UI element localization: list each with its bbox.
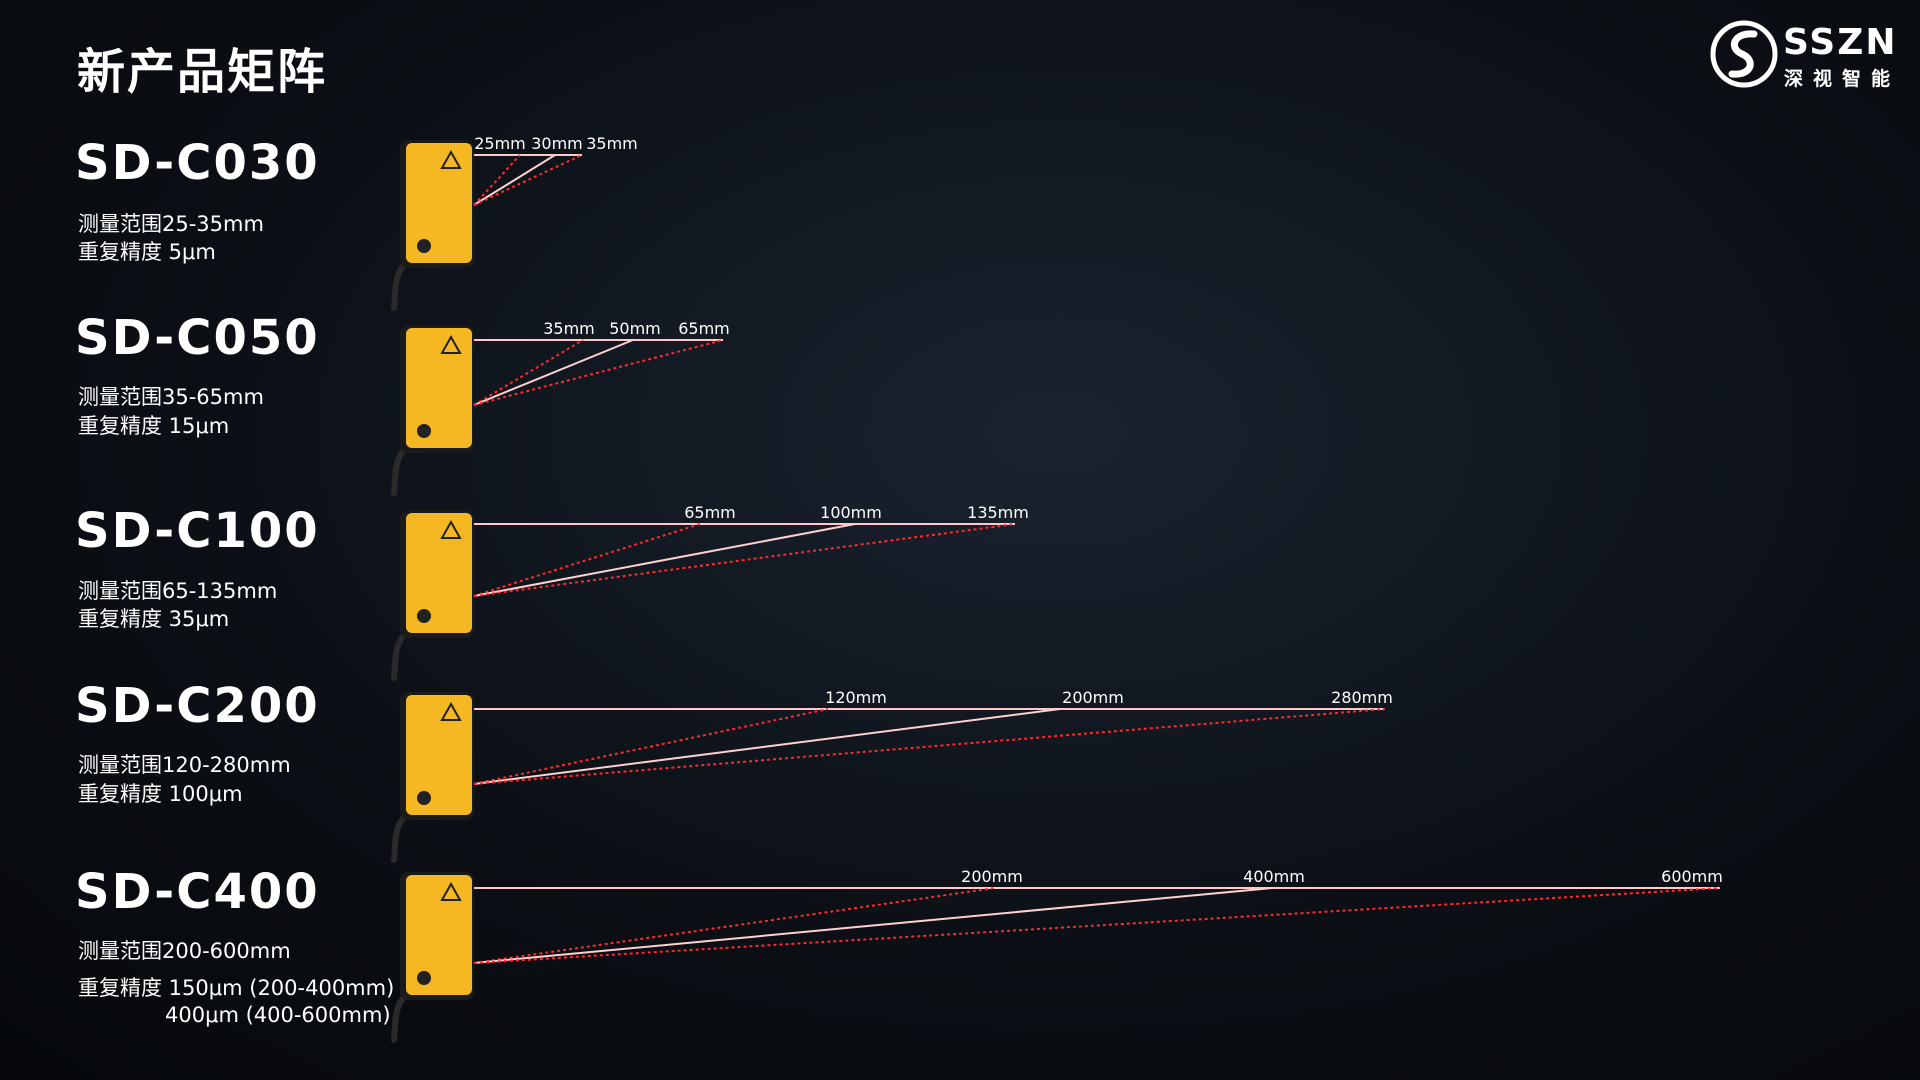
distance-label: 400mm (1243, 867, 1305, 886)
laser-beam-mid (473, 154, 556, 206)
sensor-badge-icon (417, 971, 431, 985)
laser-beam-far (473, 154, 583, 206)
distance-label: 600mm (1661, 867, 1723, 886)
sensor-cable (391, 987, 415, 1043)
sszn-logo-icon (1710, 20, 1778, 88)
laser-warning-icon (440, 149, 462, 169)
distance-label: 25mm (474, 134, 526, 153)
laser-beam-near (473, 154, 521, 206)
sensor-badge-icon (417, 609, 431, 623)
sensor-badge-icon (417, 239, 431, 253)
distance-label: 65mm (678, 319, 730, 338)
laser-beam-far (473, 708, 1386, 785)
sensor-cable (391, 440, 415, 496)
sensor-housing (400, 140, 474, 268)
laser-beam-far (473, 339, 724, 406)
sensor-housing (400, 692, 474, 820)
sensor-cable (391, 255, 415, 311)
distance-label: 30mm (531, 134, 583, 153)
range-spec: 测量范围200-600mm (78, 939, 291, 963)
precision-spec-extra: 400μm (400-600mm) (165, 1003, 391, 1027)
distance-label: 135mm (967, 503, 1029, 522)
model-name: SD-C030 (75, 135, 320, 191)
range-spec: 测量范围25-35mm (78, 212, 264, 236)
laser-beam-near (473, 708, 829, 785)
logo-brand-text: SSZN (1783, 22, 1898, 63)
brand-logo: SSZN 深视智能 (1710, 20, 1900, 90)
precision-spec: 重复精度 35μm (78, 607, 230, 631)
sensor-cable (391, 807, 415, 863)
distance-label: 200mm (1062, 688, 1124, 707)
laser-warning-icon (440, 701, 462, 721)
distance-label: 35mm (586, 134, 638, 153)
laser-beam-near (473, 887, 996, 964)
range-spec: 测量范围65-135mm (78, 579, 278, 603)
distance-label: 65mm (684, 503, 736, 522)
sensor-body (406, 695, 472, 815)
model-name: SD-C200 (75, 678, 320, 734)
model-name: SD-C050 (75, 310, 320, 366)
distance-label: 280mm (1331, 688, 1393, 707)
laser-beam-mid (473, 708, 1061, 785)
laser-beam-mid (473, 523, 856, 597)
model-name: SD-C100 (75, 503, 320, 559)
range-spec: 测量范围120-280mm (78, 753, 291, 777)
sensor-housing (400, 872, 474, 1000)
laser-beam-mid (473, 339, 634, 406)
precision-spec: 重复精度 5μm (78, 240, 216, 264)
laser-warning-icon (440, 881, 462, 901)
laser-beam-near (473, 523, 701, 597)
model-name: SD-C400 (75, 864, 320, 920)
precision-spec: 重复精度 15μm (78, 414, 230, 438)
sensor-cable (391, 625, 415, 681)
distance-label: 50mm (609, 319, 661, 338)
sensor-body (406, 513, 472, 633)
sensor-housing (400, 325, 474, 453)
distance-label: 120mm (825, 688, 887, 707)
laser-beam-far (473, 523, 1016, 597)
sensor-body (406, 875, 472, 995)
laser-warning-icon (440, 334, 462, 354)
sensor-badge-icon (417, 424, 431, 438)
distance-label: 200mm (961, 867, 1023, 886)
sensor-housing (400, 510, 474, 638)
laser-beam-near (473, 339, 584, 406)
sensor-body (406, 143, 472, 263)
sensor-body (406, 328, 472, 448)
range-spec: 测量范围35-65mm (78, 385, 264, 409)
sensor-badge-icon (417, 791, 431, 805)
page-title: 新产品矩阵 (77, 44, 328, 100)
distance-label: 35mm (543, 319, 595, 338)
precision-spec: 重复精度 150μm (200-400mm) (78, 976, 395, 1000)
logo-sub-text: 深视智能 (1784, 68, 1901, 90)
laser-beam-far (473, 887, 1721, 964)
precision-spec: 重复精度 100μm (78, 782, 243, 806)
laser-warning-icon (440, 519, 462, 539)
laser-beam-mid (473, 887, 1273, 964)
distance-label: 100mm (820, 503, 882, 522)
